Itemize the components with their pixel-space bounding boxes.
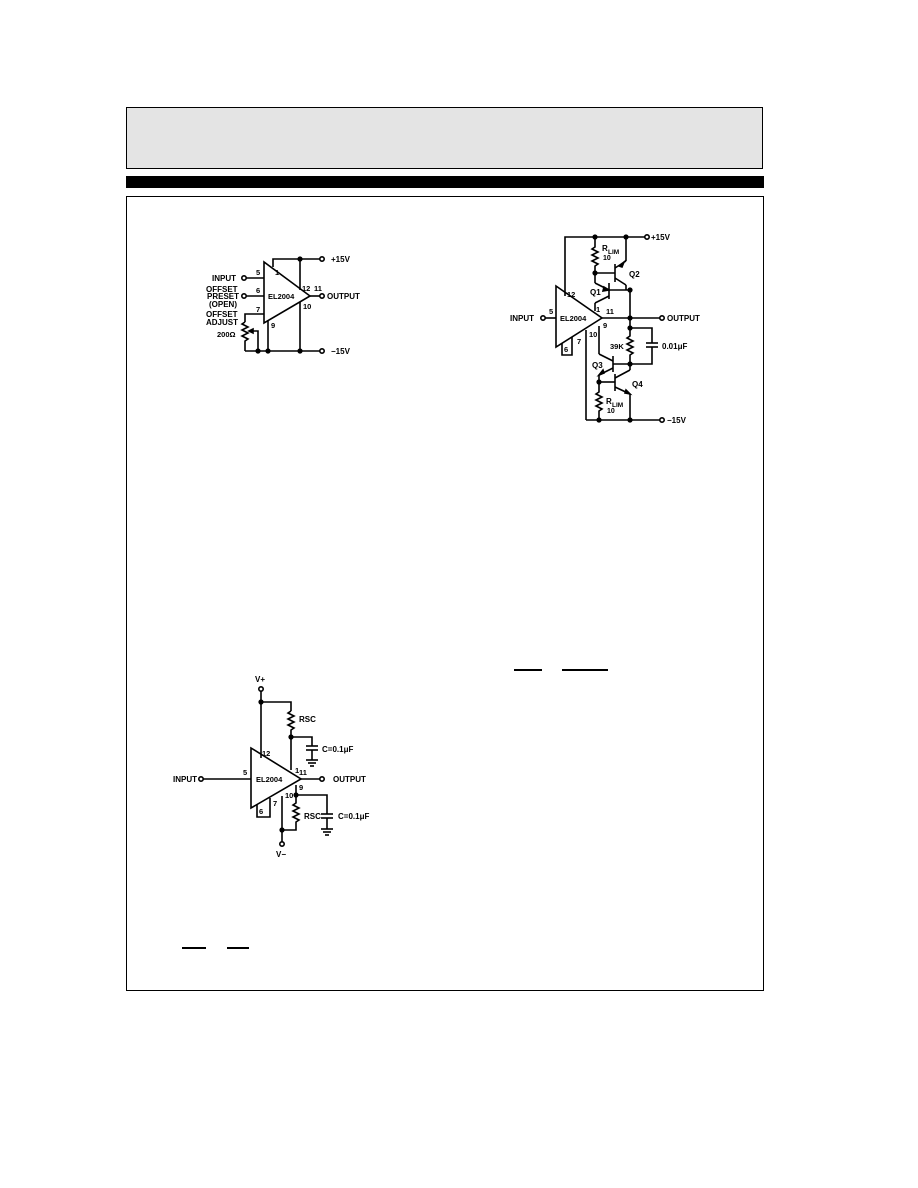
fraction-bar xyxy=(182,947,206,949)
label-q4: Q4 xyxy=(632,380,643,389)
label-vpos: +15V xyxy=(651,233,671,242)
label-rsc: RSC xyxy=(304,812,321,821)
device-label: EL2004 xyxy=(560,314,587,323)
figure-short-circuit-limit xyxy=(198,685,333,847)
label-offset-adjust: ADJUST xyxy=(206,318,238,327)
pin-label: 7 xyxy=(273,799,277,808)
pin-label: 10 xyxy=(589,330,597,339)
pin-label: 10 xyxy=(285,791,293,800)
label-output: OUTPUT xyxy=(327,292,360,301)
label-pot-value: 200Ω xyxy=(217,330,236,339)
pin-label: 10 xyxy=(303,302,311,311)
label-q1: Q1 xyxy=(590,288,601,297)
label-rlim-value: 10 xyxy=(603,255,611,262)
pin-label: 6 xyxy=(256,286,260,295)
label-input: INPUT xyxy=(173,775,197,784)
content-frame xyxy=(126,196,764,991)
pin-label: 1 xyxy=(295,766,299,775)
label-output: OUTPUT xyxy=(333,775,366,784)
pin-label: 11 xyxy=(606,307,614,316)
fraction-bar xyxy=(562,669,608,671)
label-rlim: LIM xyxy=(612,402,623,409)
label-offset-preset: PRESET xyxy=(207,292,239,301)
pin-label: 1 xyxy=(275,268,279,277)
label-input: INPUT xyxy=(212,274,236,283)
label-output: OUTPUT xyxy=(667,314,700,323)
label-q2: Q2 xyxy=(629,270,640,279)
label-rsc: RSC xyxy=(299,715,316,724)
label-vpos: +15V xyxy=(331,255,351,264)
label-rlim: LIM xyxy=(608,249,619,256)
pin-label: 12 xyxy=(567,290,575,299)
label-offset-preset: (OPEN) xyxy=(209,300,237,309)
label-39k: 39K xyxy=(610,342,624,351)
section-bar xyxy=(126,176,764,188)
figure-current-booster-circuit xyxy=(539,234,665,423)
figure-offset-null-circuit xyxy=(240,255,325,354)
label-capacitor: 0.01μF xyxy=(662,342,687,351)
fraction-bar xyxy=(227,947,249,949)
label-capacitor: C=0.1μF xyxy=(322,745,353,754)
pin-label: 11 xyxy=(299,768,307,777)
pin-label: 12 xyxy=(262,749,270,758)
label-input: INPUT xyxy=(510,314,534,323)
label-rlim: R xyxy=(606,397,612,406)
label-vpos: V+ xyxy=(255,675,265,684)
label-rlim-value: 10 xyxy=(607,408,615,415)
opamp-symbol xyxy=(263,260,312,325)
pin-label: 6 xyxy=(259,807,263,816)
label-q3: Q3 xyxy=(592,361,603,370)
label-offset-preset: OFFSET xyxy=(206,285,238,294)
label-vneg: V− xyxy=(276,850,286,859)
opamp-symbol xyxy=(555,284,604,349)
pin-label: 1 xyxy=(596,305,600,314)
pin-label: 9 xyxy=(299,783,303,792)
pin-label: 6 xyxy=(564,345,568,354)
label-vneg: −15V xyxy=(667,416,687,425)
pin-label: 7 xyxy=(256,305,260,314)
pin-label: 9 xyxy=(603,321,607,330)
label-offset-adjust: OFFSET xyxy=(206,310,238,319)
pin-label: 5 xyxy=(243,768,247,777)
label-vneg: −15V xyxy=(331,347,351,356)
fraction-bar xyxy=(514,669,542,671)
label-rlim: R xyxy=(602,244,608,253)
device-label: EL2004 xyxy=(268,292,295,301)
pin-label: 7 xyxy=(577,337,581,346)
opamp-symbol xyxy=(250,746,303,810)
pin-label: 5 xyxy=(549,307,553,316)
label-capacitor: C=0.1μF xyxy=(338,812,369,821)
device-label: EL2004 xyxy=(256,775,283,784)
header-box xyxy=(126,107,763,169)
pin-label: 12 xyxy=(302,284,310,293)
pin-label: 9 xyxy=(271,321,275,330)
pin-label: 5 xyxy=(256,268,260,277)
pin-label: 11 xyxy=(314,284,322,293)
